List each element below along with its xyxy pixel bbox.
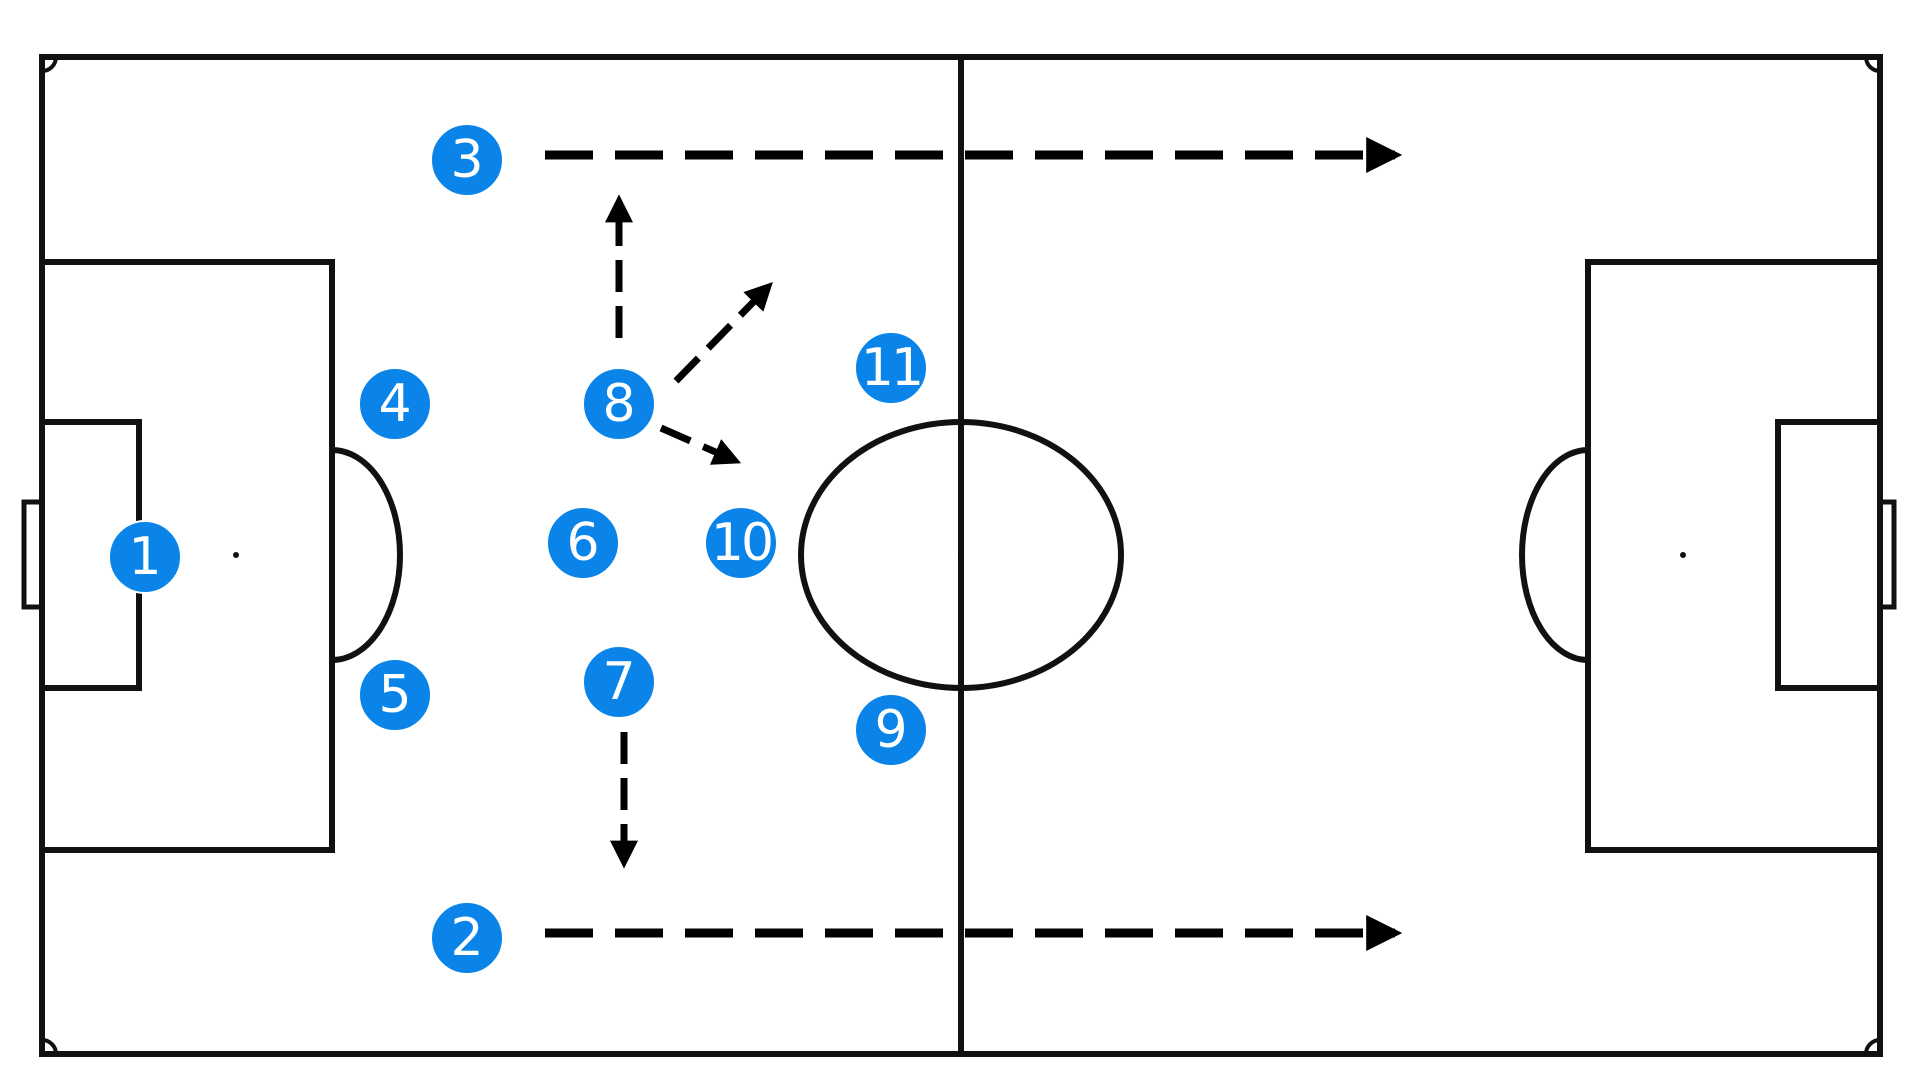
corner-arc-bottom-left [41, 1038, 58, 1055]
players: 1 2 3 4 5 6 7 8 [108, 123, 928, 975]
player-marker [582, 645, 656, 719]
center-circle [798, 419, 1124, 691]
left-penalty-spot [233, 552, 239, 558]
corner-arc-top-left [41, 56, 58, 73]
right-goal-area [1775, 419, 1883, 691]
player-marker [546, 506, 620, 580]
right-penalty-area [1585, 259, 1883, 853]
corner-arc-top-right [1864, 56, 1881, 73]
left-penalty-arc [331, 447, 403, 663]
right-penalty-spot [1680, 552, 1686, 558]
player-number: 4 [378, 374, 411, 434]
player-11[interactable]: 11 [854, 331, 928, 405]
player-4[interactable]: 4 [358, 367, 432, 441]
player-marker [430, 123, 504, 197]
player-number: 11 [861, 338, 921, 398]
right-penalty-arc [1519, 447, 1589, 663]
player-8[interactable]: 8 [582, 367, 656, 441]
center-spot [958, 552, 964, 558]
player-number: 2 [450, 908, 483, 968]
player-2[interactable]: 2 [430, 901, 504, 975]
player-number: 10 [711, 513, 771, 573]
player-number: 8 [602, 374, 635, 434]
player-9[interactable]: 9 [854, 693, 928, 767]
run-arrow-player-8-down-right [659, 424, 742, 465]
player-1[interactable]: 1 [108, 520, 182, 594]
player-7[interactable]: 7 [582, 645, 656, 719]
player-number: 3 [450, 130, 483, 190]
player-marker [854, 331, 928, 405]
player-marker [108, 520, 182, 594]
right-goal [1877, 499, 1897, 610]
run-arrow-player-8-up-right [673, 281, 773, 384]
player-marker [358, 658, 432, 732]
player-marker [704, 506, 778, 580]
left-penalty-area [39, 259, 335, 853]
left-goal [21, 499, 45, 610]
pitch-markings [21, 54, 1897, 1057]
player-3[interactable]: 3 [430, 123, 504, 197]
player-10[interactable]: 10 [704, 506, 778, 580]
player-6[interactable]: 6 [546, 506, 620, 580]
player-number: 6 [566, 513, 599, 573]
player-marker [582, 367, 656, 441]
player-marker [430, 901, 504, 975]
corner-arc-bottom-right [1864, 1038, 1881, 1055]
player-marker [854, 693, 928, 767]
player-number: 9 [874, 700, 907, 760]
player-number: 1 [128, 527, 161, 587]
player-number: 7 [602, 652, 635, 712]
movement-arrows [545, 137, 1403, 951]
player-number: 5 [378, 665, 411, 725]
player-5[interactable]: 5 [358, 658, 432, 732]
player-marker [358, 367, 432, 441]
